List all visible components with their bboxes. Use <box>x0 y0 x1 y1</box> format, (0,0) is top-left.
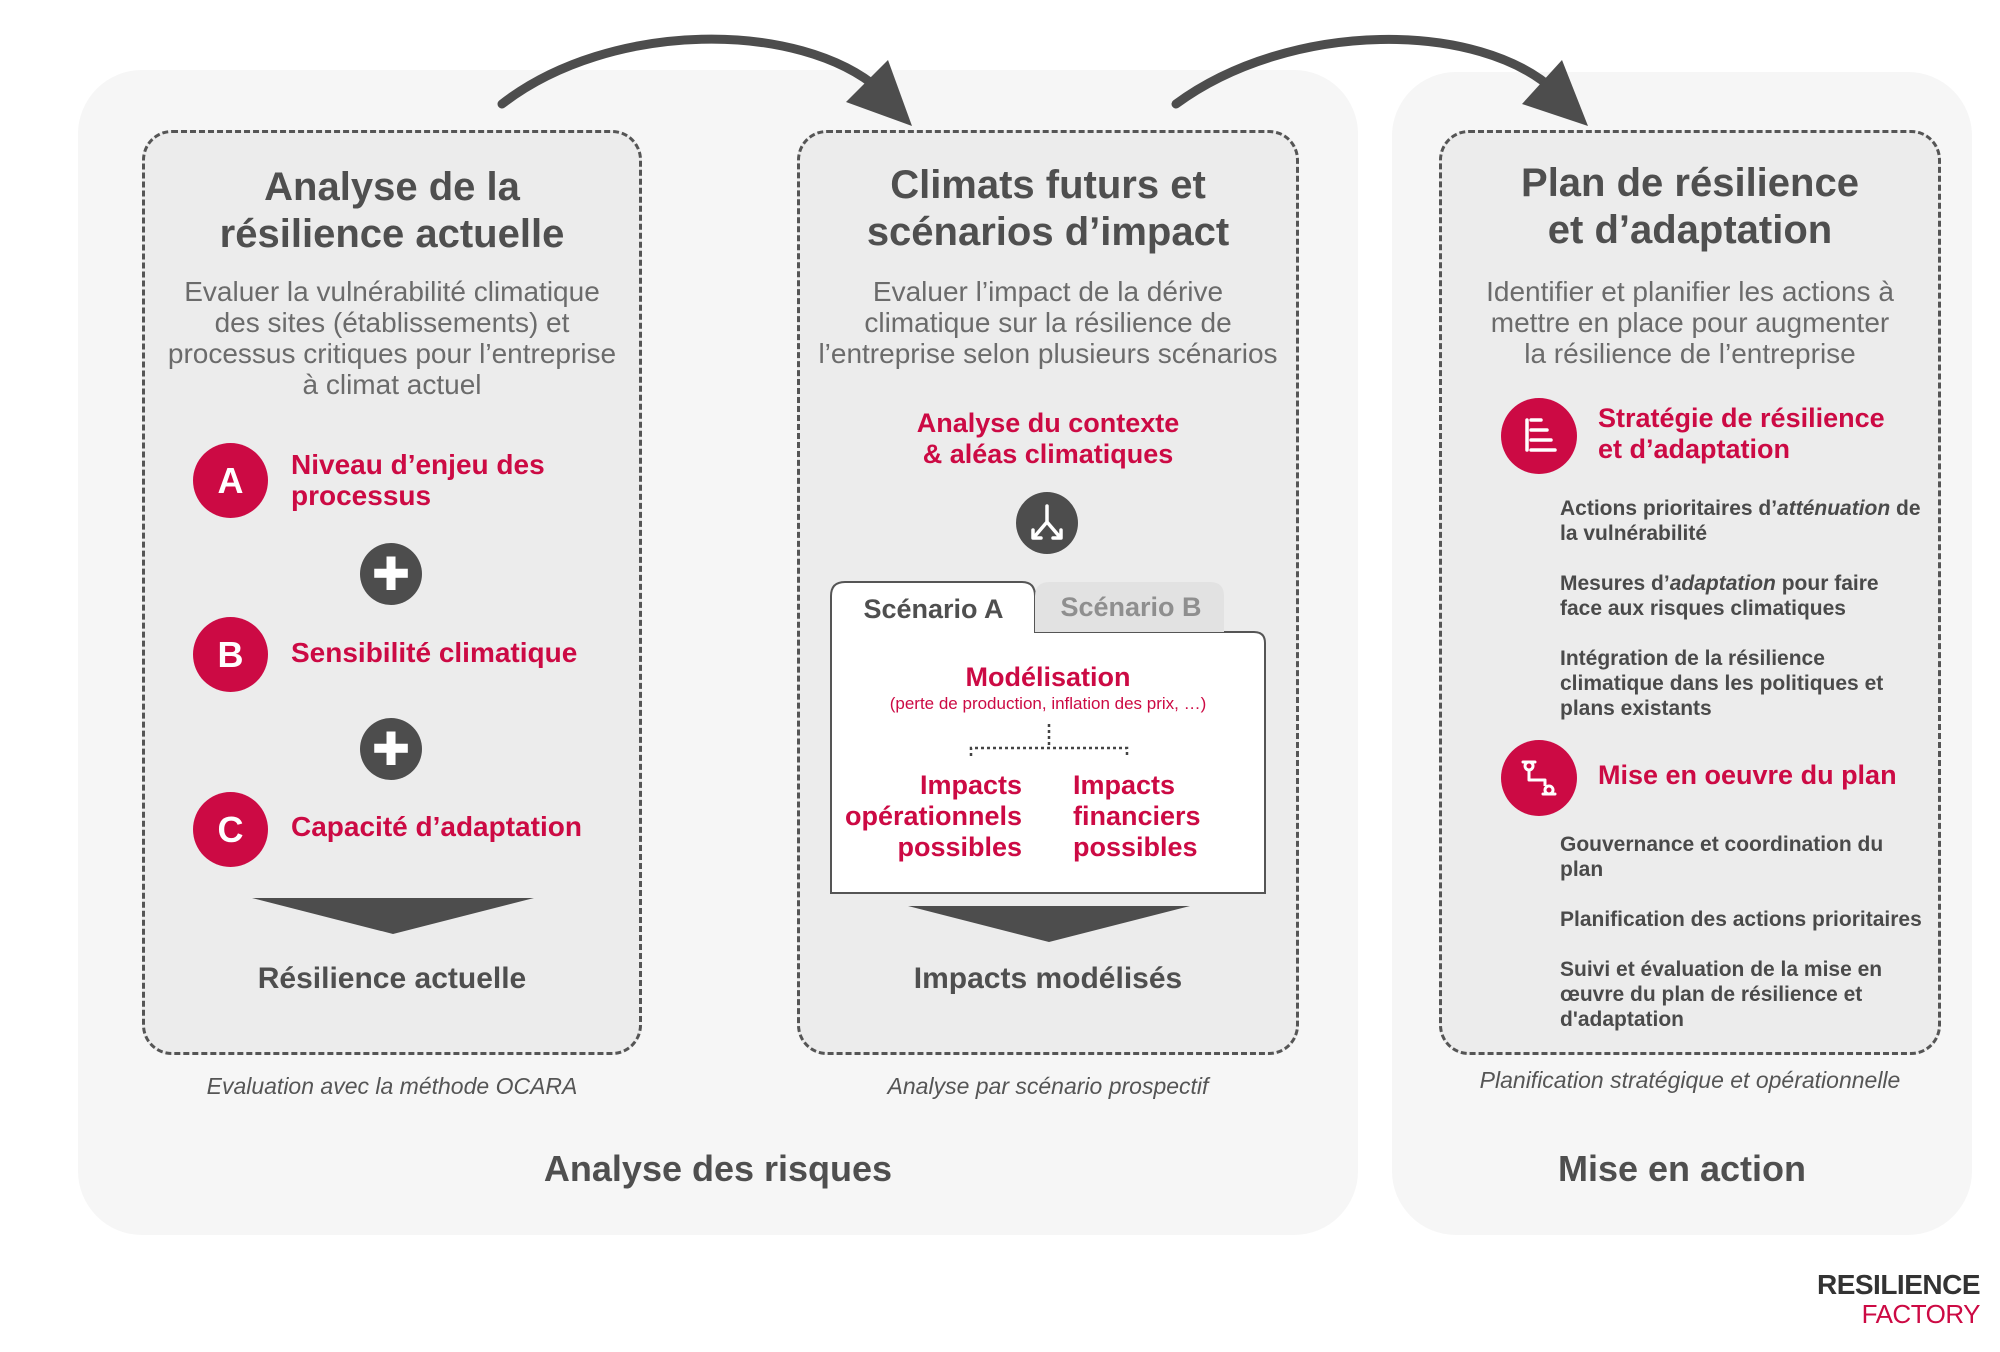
tab-scenario-b[interactable]: Scénario B <box>1060 592 1202 622</box>
item-c-label: Capacité d’adaptation <box>291 811 582 842</box>
implementation-item-planning: Planification des actions prioritaires <box>1560 908 1922 931</box>
workflow-icon <box>1501 740 1577 816</box>
col3-title: Plan de résilience et d’adaptation <box>1521 161 1859 252</box>
implementation-item-governance: Gouvernance et coordination du plan <box>1560 833 1884 881</box>
plus-icon: ✚ <box>360 718 422 780</box>
letter-b-badge: B <box>193 617 268 692</box>
flow-arrows <box>497 34 1588 126</box>
strategy-label: Stratégie de résilience et d’adaptation <box>1598 403 1885 464</box>
plus-icon: ✚ <box>360 543 422 605</box>
split-bracket <box>969 724 1129 756</box>
resilience-factory-logo: RESILIENCE FACTORY <box>1816 1269 1981 1329</box>
letter-a-badge: A <box>193 443 268 518</box>
col2-caption: Analyse par scénario prospectif <box>887 1073 1209 1099</box>
col2-result: Impacts modélisés <box>913 962 1183 995</box>
strategy-item-adaptation: Mesures d’adaptation pour faire face aux… <box>1560 572 1879 620</box>
modeling-subtitle: (perte de production, inflation des prix… <box>889 694 1207 713</box>
arrow-head-1 <box>846 60 912 126</box>
letter-c-badge: C <box>193 792 268 867</box>
col1-result: Résilience actuelle <box>257 962 527 995</box>
impact-operational-label: Impacts opérationnels possibles <box>844 770 1022 862</box>
card-resilience-plan <box>1439 130 1941 1055</box>
col1-title: Analyse de la résilience actuelle <box>219 165 565 256</box>
implementation-label: Mise en oeuvre du plan <box>1598 760 1897 790</box>
item-a-label: Niveau d’enjeu des processus <box>291 449 545 511</box>
modeling-title: Modélisation <box>965 662 1131 692</box>
context-analysis-label: Analyse du contexte & aléas climatiques <box>916 408 1180 469</box>
arrow-col1-to-col2 <box>497 34 885 109</box>
col2-title: Climats futurs et scénarios d’impact <box>866 163 1230 254</box>
strategy-item-integration: Intégration de la résilience climatique … <box>1560 647 1884 720</box>
action-label: Mise en action <box>1557 1148 1807 1189</box>
risk-analysis-label: Analyse des risques <box>543 1148 893 1189</box>
strategy-list-icon <box>1501 398 1577 474</box>
down-chevron-icon <box>908 906 1190 942</box>
down-chevron-icon <box>252 898 534 934</box>
tab-scenario-a[interactable]: Scénario A <box>863 594 1004 624</box>
col2-description: Evaluer l’impact de la dérive climatique… <box>818 276 1278 369</box>
split-icon <box>1016 492 1078 554</box>
col1-description: Evaluer la vulnérabilité climatique des … <box>167 276 617 400</box>
arrow-col2-to-col3 <box>1171 34 1561 109</box>
strategy-item-mitigation: Actions prioritaires d’atténuation de la… <box>1560 497 1921 545</box>
col1-caption: Evaluation avec la méthode OCARA <box>206 1073 578 1099</box>
arrow-head-2 <box>1522 60 1588 126</box>
col3-description: Identifier et planifier les actions à me… <box>1486 276 1894 369</box>
impact-financial-label: Impacts financiers possibles <box>1073 770 1201 862</box>
col3-caption: Planification stratégique et opérationne… <box>1479 1067 1901 1093</box>
item-b-label: Sensibilité climatique <box>291 637 578 668</box>
implementation-item-monitoring: Suivi et évaluation de la mise en œuvre … <box>1560 958 1883 1031</box>
